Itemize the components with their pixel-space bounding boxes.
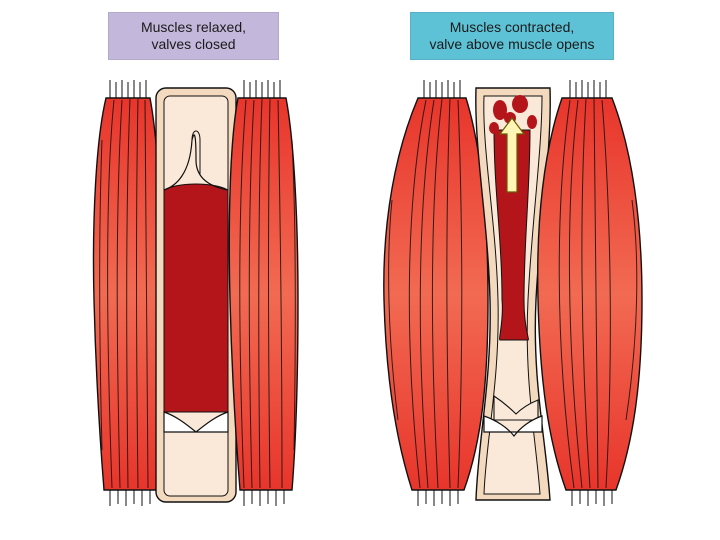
left-muscle-right: [229, 80, 298, 506]
right-panel: [384, 80, 642, 506]
left-muscle-left: [94, 80, 164, 506]
tendon-top: [110, 80, 146, 98]
tendon-bottom: [110, 490, 150, 506]
left-vein: [156, 88, 236, 502]
left-panel: [94, 80, 299, 506]
right-muscle-right: [538, 80, 642, 506]
right-muscle-left: [384, 80, 488, 506]
